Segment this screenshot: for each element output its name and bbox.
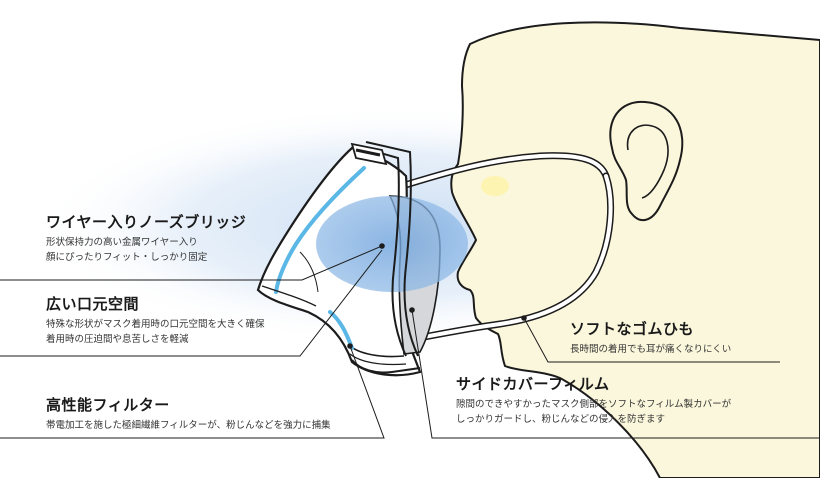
callout-title: ワイヤー入りノーズブリッジ (46, 213, 247, 231)
callout-desc: 特殊な形状がマスク着用時の口元空間を大きく確保 着用時の圧迫間や息苦しさを軽減 (46, 317, 265, 347)
leader-strap (523, 317, 780, 363)
desc-line: 帯電加工を施した極細繊維フィルターが、粉じんなどを強力に捕集 (46, 420, 331, 431)
ear (609, 100, 684, 222)
leader-side-cover (411, 309, 820, 439)
desc-line: 形状保持力の高い金属ワイヤー入り (46, 237, 198, 248)
callout-title: 広い口元空間 (46, 295, 140, 313)
callout-filter: 高性能フィルター 帯電加工を施した極細繊維フィルターが、粉じんなどを強力に捕集 (46, 396, 331, 433)
ear-inner (626, 124, 669, 199)
desc-line: しっかりガードし、粉じんなどの侵入を防ぎます (456, 414, 666, 425)
nose-wire (274, 166, 366, 294)
leader-filter (0, 345, 385, 439)
callout-desc: 隙間のできやすかったマスク側部をソフトなフィルム製カバーが しっかりガードし、粉… (456, 397, 731, 427)
desc-line: 長時間の着用でも耳が痛くなりにくい (570, 344, 732, 355)
desc-line: 顔にぴったりフィット・しっかり固定 (46, 252, 208, 263)
callout-mouth-space: 広い口元空間 特殊な形状がマスク着用時の口元空間を大きく確保 着用時の圧迫間や息… (46, 295, 265, 347)
desc-line: 着用時の圧迫間や息苦しさを軽減 (46, 334, 189, 345)
callout-title: サイドカバーフィルム (456, 375, 610, 393)
mask-frame-edge (355, 145, 407, 357)
callout-ear-strap: ソフトなゴムひも 長時間の着用でも耳が痛くなりにくい (570, 320, 731, 357)
filter-fold (261, 285, 317, 307)
callout-nose-bridge: ワイヤー入りノーズブリッジ 形状保持力の高い金属ワイヤー入り 顔にぴったりフィッ… (46, 213, 246, 265)
callout-desc: 帯電加工を施した極細繊維フィルターが、粉じんなどを強力に捕集 (46, 418, 331, 433)
leader-mouth (0, 249, 383, 357)
desc-line: 特殊な形状がマスク着用時の口元空間を大きく確保 (46, 319, 265, 330)
callout-side-cover: サイドカバーフィルム 隙間のできやすかったマスク側部をソフトなフィルム製カバーが… (456, 375, 731, 427)
callout-title: ソフトなゴムひも (570, 320, 695, 338)
callout-desc: 形状保持力の高い金属ワイヤー入り 顔にぴったりフィット・しっかり固定 (46, 235, 246, 265)
desc-line: 隙間のできやすかったマスク側部をソフトなフィルム製カバーが (456, 399, 732, 410)
face-profile (450, 21, 820, 478)
callout-title: 高性能フィルター (46, 396, 170, 414)
cheek-highlight (481, 176, 509, 196)
leader-nose (208, 245, 383, 281)
breath-space (316, 196, 468, 292)
callout-desc: 長時間の着用でも耳が痛くなりにくい (570, 342, 731, 357)
